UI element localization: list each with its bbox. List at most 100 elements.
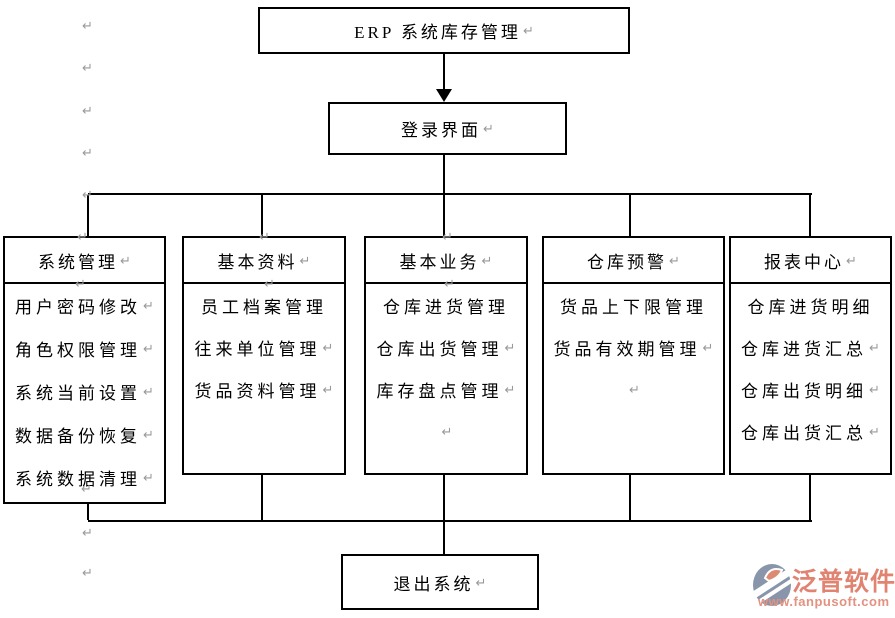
module-item: 往来单位管理↵ [184, 326, 344, 368]
paragraph-mark-icon: ↵ [869, 340, 880, 356]
paragraph-mark-icon: ↵ [75, 277, 86, 292]
module-item-label: 货品上下限管理 [560, 297, 707, 317]
paragraph-mark-icon: ↵ [475, 575, 487, 591]
paragraph-mark-icon: ↵ [143, 471, 154, 486]
paragraph-mark-icon: ↵ [143, 342, 154, 357]
module-item-list: 用户密码修改↵角色权限管理↵系统当前设置↵数据备份恢复↵系统数据清理↵ [5, 284, 164, 499]
module-header-label: 基本业务 [399, 252, 480, 272]
paragraph-mark-icon: ↵ [869, 424, 880, 440]
connector-top-horizontal [88, 193, 812, 195]
connector-drop-col2 [261, 195, 263, 236]
login-box: 登录界面↵ [328, 102, 567, 155]
module-header: 系统管理↵ [5, 238, 164, 284]
paragraph-mark-icon: ↵ [846, 253, 857, 269]
paragraph-mark-icon: ↵ [82, 61, 93, 76]
paragraph-mark-icon: ↵ [77, 230, 88, 245]
paragraph-mark-icon: ↵ [702, 340, 714, 356]
module-item-label: 库存盘点管理 [376, 381, 503, 401]
module-item-label: 仓库进货明细 [747, 297, 874, 317]
module-header: 报表中心↵ [731, 238, 890, 284]
exit-box: 退出系统↵ [341, 554, 539, 610]
paragraph-mark-icon: ↵ [442, 230, 453, 245]
paragraph-mark-icon: ↵ [259, 230, 270, 245]
connector-rise-col5 [809, 475, 811, 520]
module-item-label: 系统当前设置 [15, 384, 142, 403]
paragraph-mark-icon: ↵ [869, 382, 880, 398]
module-item: 系统数据清理↵ [5, 456, 164, 499]
module-item: 用户密码修改↵ [5, 284, 164, 327]
paragraph-mark-icon: ↵ [264, 277, 275, 292]
paragraph-mark-icon: ↵ [299, 253, 311, 269]
module-item: 货品上下限管理 [544, 284, 723, 326]
connector-exit-stem [443, 522, 445, 554]
module-item: 角色权限管理↵ [5, 327, 164, 370]
connector-rise-col2 [261, 475, 263, 520]
module-item-label: 货品有效期管理 [553, 339, 701, 359]
paragraph-mark-icon: ↵ [82, 19, 93, 34]
module-item: 仓库出货明细↵ [731, 368, 890, 410]
paragraph-mark-icon: ↵ [444, 277, 455, 292]
module-item-label: 往来单位管理 [194, 339, 321, 359]
module-item: 库存盘点管理↵ [366, 368, 526, 410]
module-item-label: 仓库出货管理 [376, 339, 503, 359]
module-header: 仓库预警↵ [544, 238, 723, 284]
module-item-label: 员工档案管理 [201, 297, 327, 317]
paragraph-mark-icon: ↵ [81, 482, 92, 497]
paragraph-mark-icon: ↵ [441, 424, 453, 440]
paragraph-mark-icon: ↵ [504, 340, 516, 356]
root-box-label: ERP 系统库存管理 [354, 23, 521, 42]
paragraph-mark-icon: ↵ [322, 382, 334, 398]
module-header-label: 基本资料 [217, 252, 298, 272]
connector-drop-col1 [87, 195, 89, 236]
module-header-label: 报表中心 [764, 252, 845, 272]
module-box-3: 仓库预警↵ 货品上下限管理货品有效期管理↵↵ [542, 236, 725, 475]
module-item: 仓库进货管理 [366, 284, 526, 326]
paragraph-mark-icon: ↵ [629, 382, 640, 398]
module-item-label: 角色权限管理 [15, 341, 142, 360]
connector-drop-col4 [629, 195, 631, 236]
paragraph-mark-icon: ↵ [669, 253, 680, 269]
module-header: 基本资料↵ [184, 238, 344, 284]
paragraph-mark-icon: ↵ [120, 253, 131, 269]
watermark-url: www.fanpusoft.com [758, 594, 890, 609]
connector-drop-col5 [809, 195, 811, 236]
module-item-label: 用户密码修改 [15, 298, 142, 317]
paragraph-mark-icon: ↵ [82, 188, 93, 203]
module-header-label: 系统管理 [38, 252, 119, 272]
module-item-label: 系统数据清理 [15, 470, 142, 489]
paragraph-mark-icon: ↵ [82, 104, 93, 119]
paragraph-mark-icon: ↵ [522, 24, 534, 39]
module-item-label: 货品资料管理 [194, 381, 321, 401]
module-item-list: 仓库进货明细仓库进货汇总↵仓库出货明细↵仓库出货汇总↵ [731, 284, 890, 452]
paragraph-mark-icon: ↵ [82, 566, 93, 581]
module-item: 系统当前设置↵ [5, 370, 164, 413]
module-item-label: 仓库进货管理 [383, 297, 509, 317]
connector-rise-col1 [87, 504, 89, 520]
login-box-label: 登录界面 [401, 121, 482, 140]
paragraph-mark-icon: ↵ [504, 382, 516, 398]
module-item-list: 货品上下限管理货品有效期管理↵↵ [544, 284, 723, 410]
paragraph-mark-icon: ↵ [322, 340, 334, 356]
paragraph-mark-icon: ↵ [143, 428, 154, 443]
connector-rise-col3 [443, 475, 445, 520]
module-item: 员工档案管理 [184, 284, 344, 326]
module-item: 仓库进货明细 [731, 284, 890, 326]
module-header: 基本业务↵ [366, 238, 526, 284]
module-item: 仓库进货汇总↵ [731, 326, 890, 368]
module-box-4: 报表中心↵ 仓库进货明细仓库进货汇总↵仓库出货明细↵仓库出货汇总↵ [729, 236, 892, 475]
module-item: 货品有效期管理↵ [544, 326, 723, 368]
module-box-0: 系统管理↵ 用户密码修改↵角色权限管理↵系统当前设置↵数据备份恢复↵系统数据清理… [3, 236, 166, 504]
root-box-erp-system: ERP 系统库存管理↵ [258, 7, 630, 54]
watermark-brand: 泛普软件 [792, 568, 895, 596]
module-item: 数据备份恢复↵ [5, 413, 164, 456]
module-item: 仓库出货管理↵ [366, 326, 526, 368]
module-box-1: 基本资料↵ 员工档案管理往来单位管理↵货品资料管理↵ [182, 236, 346, 475]
exit-box-label: 退出系统 [393, 574, 474, 594]
paragraph-mark-icon: ↵ [82, 526, 93, 541]
module-item: ↵ [544, 368, 723, 410]
connector-login-stem [443, 155, 445, 195]
paragraph-mark-icon: ↵ [481, 253, 493, 269]
module-item-list: 仓库进货管理仓库出货管理↵库存盘点管理↵↵ [366, 284, 526, 452]
connector-root-login [443, 54, 445, 90]
